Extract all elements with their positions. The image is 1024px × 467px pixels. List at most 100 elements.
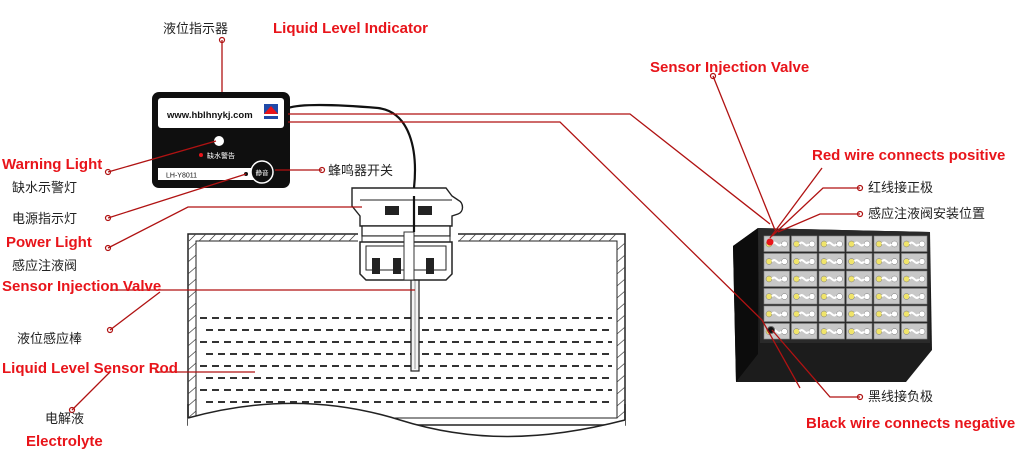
electrolyte-liquid [200,317,612,403]
cell-terminal-icon [903,310,910,318]
cell-terminal-icon [781,258,788,265]
cell-terminal-icon [781,275,788,283]
cell-connector-icon [826,294,838,299]
cell-connector-icon [798,259,810,264]
cell-terminal-icon [918,240,926,248]
cell-terminal-icon [848,310,855,318]
cell-connector-icon [826,311,838,317]
leader-lines [68,36,864,414]
cell-terminal-icon [891,258,898,265]
device-model: LH-Y8011 [166,173,197,180]
label-right-valve-en: Sensor Injection Valve [650,59,809,76]
brand-logo-icon [264,104,278,119]
cell-terminal-icon [848,328,855,335]
cell-terminal-icon [875,275,883,283]
positive-terminal [766,238,774,246]
cell-terminal-icon [765,310,773,318]
cell-connector-icon [771,259,783,264]
label-valve-position-zh: 感应注液阀安装位置 [868,206,985,222]
cell-terminal-icon [820,275,828,283]
device-website: www.hblhnykj.com [166,110,253,121]
cell-terminal-icon [820,240,828,248]
cell-terminal-icon [836,328,843,335]
cell-connector-icon [853,311,865,317]
cell-terminal-icon [808,258,816,265]
signal-wires [287,103,417,232]
cell-terminal-icon [918,258,926,265]
cell-terminal-icon [875,310,883,318]
label-indicator-en: Liquid Level Indicator [273,20,428,37]
cell-terminal-icon [836,240,843,248]
cell-terminal-icon [765,258,773,265]
cell-connector-icon [798,241,810,247]
cell-terminal-icon [918,328,926,335]
cell-terminal-icon [875,328,883,335]
label-buzzer-zh: 蜂鸣器开关 [328,163,393,179]
cell-connector-icon [881,259,893,264]
label-black-wire-zh: 黑线接负极 [868,389,933,405]
cell-terminal-icon [836,258,843,265]
cell-connector-icon [881,311,893,317]
buzzer-switch-button[interactable] [250,160,274,184]
cell-terminal-icon [781,293,788,300]
cell-terminal-icon [836,275,843,283]
cell-terminal-icon [808,240,816,248]
cell-terminal-icon [808,275,816,283]
label-rod-en: Liquid Level Sensor Rod [2,360,178,377]
label-warning-en: Warning Light [2,156,102,173]
cell-terminal-icon [863,240,871,248]
cell-terminal-icon [793,258,800,265]
cell-terminal-icon [765,293,773,300]
buzzer-button-text: 静音 [256,168,270,177]
cell-terminal-icon [793,240,800,248]
cell-connector-icon [853,276,865,282]
warning-dot [199,153,203,157]
cell-connector-icon [798,294,810,299]
sensor-injection-valve [351,187,464,281]
cell-connector-icon [881,294,893,299]
cell-terminal-icon [793,293,800,300]
cell-connector-icon [881,276,893,282]
cell-terminal-icon [875,258,883,265]
cell-terminal-icon [903,328,910,335]
level-indicator-device: www.hblhnykj.com 缺水警告 LH-Y8011 静音 [152,92,290,188]
cell-terminal-icon [863,310,871,318]
label-electrolyte-zh: 电解液 [45,412,84,427]
cell-terminal-icon [836,310,843,318]
label-valve-en: Sensor Injection Valve [2,278,161,295]
cell-connector-icon [908,276,920,282]
cell-terminal-icon [781,310,788,318]
label-electrolyte-en: Electrolyte [26,433,103,450]
cell-terminal-icon [848,258,855,265]
label-black-wire-en: Black wire connects negative [806,415,1015,432]
cell-terminal-icon [848,240,855,248]
cell-terminal-icon [891,275,898,283]
cell-connector-icon [798,329,810,334]
cell-terminal-icon [820,328,828,335]
cell-terminal-icon [781,328,788,335]
cell-connector-icon [771,311,783,317]
cell-connector-icon [826,241,838,247]
cell-terminal-icon [875,293,883,300]
cell-terminal-icon [903,258,910,265]
cell-connector-icon [881,329,893,334]
cell-terminal-icon [863,258,871,265]
labels: 液位指示器 Liquid Level Indicator Warning Lig… [2,20,1015,450]
cell-terminal-icon [820,293,828,300]
label-rod-zh: 液位感应棒 [17,331,82,347]
cell-connector-icon [826,276,838,282]
cell-connector-icon [826,259,838,264]
cell-terminal-icon [875,240,883,248]
cell-terminal-icon [820,258,828,265]
cell-terminal-icon [836,293,843,300]
cell-terminal-icon [891,293,898,300]
battery-cells [763,235,928,340]
cell-terminal-icon [903,293,910,300]
cell-terminal-icon [918,293,926,300]
cell-terminal-icon [793,275,800,283]
cell-terminal-icon [903,240,910,248]
cell-terminal-icon [808,293,816,300]
cell-terminal-icon [891,328,898,335]
cell-terminal-icon [918,275,926,283]
label-power-zh: 电源指示灯 [12,212,77,227]
